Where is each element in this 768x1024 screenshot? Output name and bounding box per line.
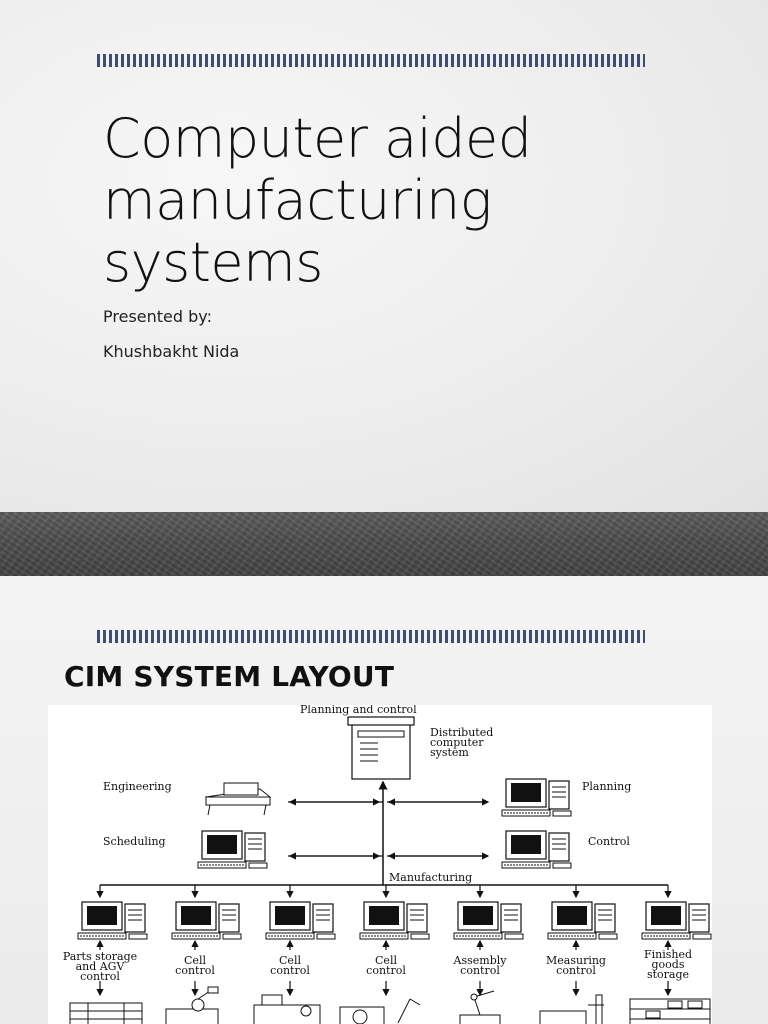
- cell-computer-icon: [359, 901, 430, 940]
- factory-equipment: [69, 986, 711, 1024]
- cell-computer-icon: [265, 901, 336, 940]
- decorative-hatch-bar: [97, 630, 645, 643]
- cell-label-parts-storage: Parts storage and AGV control: [62, 950, 138, 983]
- textured-footer-band: [0, 512, 768, 576]
- title-line: Computer aided: [103, 107, 532, 170]
- title-line: manufacturing: [103, 169, 492, 232]
- cell-label-finished-goods: Finished goods storage: [643, 948, 693, 981]
- cell-computer-icon: [171, 901, 242, 940]
- cell-label-measuring-control: Measuring control: [546, 954, 606, 977]
- presented-by-label: Presented by:: [103, 307, 212, 326]
- cell-label-cell-control: Cell control: [270, 954, 310, 977]
- cell-computer-icon: [453, 901, 524, 940]
- engineering-desk-icon: [204, 782, 272, 816]
- planning-computer-icon: [501, 778, 572, 817]
- cell-computer-icon: [641, 901, 712, 940]
- control-computer-icon: [501, 830, 572, 869]
- title-line: systems: [103, 231, 323, 294]
- cell-computer-icon: [547, 901, 618, 940]
- scheduling-label: Scheduling: [103, 835, 166, 848]
- planning-and-control-label: Planning and control: [300, 705, 417, 716]
- content-slide: CIM SYSTEM LAYOUT: [0, 576, 768, 1024]
- cim-layout-diagram: Planning and control Distributed compute…: [48, 705, 712, 1024]
- planning-label: Planning: [582, 780, 632, 793]
- diagram-graphics: [69, 716, 712, 1024]
- cell-computer-icon: [77, 901, 148, 940]
- title-slide: Computer aided manufacturing systems Pre…: [0, 0, 768, 512]
- slide-heading: CIM SYSTEM LAYOUT: [64, 660, 395, 693]
- author-name: Khushbakht Nida: [103, 342, 240, 361]
- slide-title: Computer aided manufacturing systems: [103, 108, 663, 294]
- engineering-label: Engineering: [103, 780, 172, 793]
- cell-label-cell-control: Cell control: [366, 954, 406, 977]
- cell-label-cell-control: Cell control: [175, 954, 215, 977]
- control-label: Control: [588, 835, 630, 848]
- manufacturing-label: Manufacturing: [389, 871, 473, 884]
- decorative-hatch-bar: [97, 54, 645, 67]
- scheduling-computer-icon: [197, 830, 268, 869]
- cell-label-assembly-control: Assembly control: [453, 954, 507, 977]
- server-icon: [347, 716, 415, 780]
- distributed-computer-label: Distributed computer system: [430, 726, 494, 759]
